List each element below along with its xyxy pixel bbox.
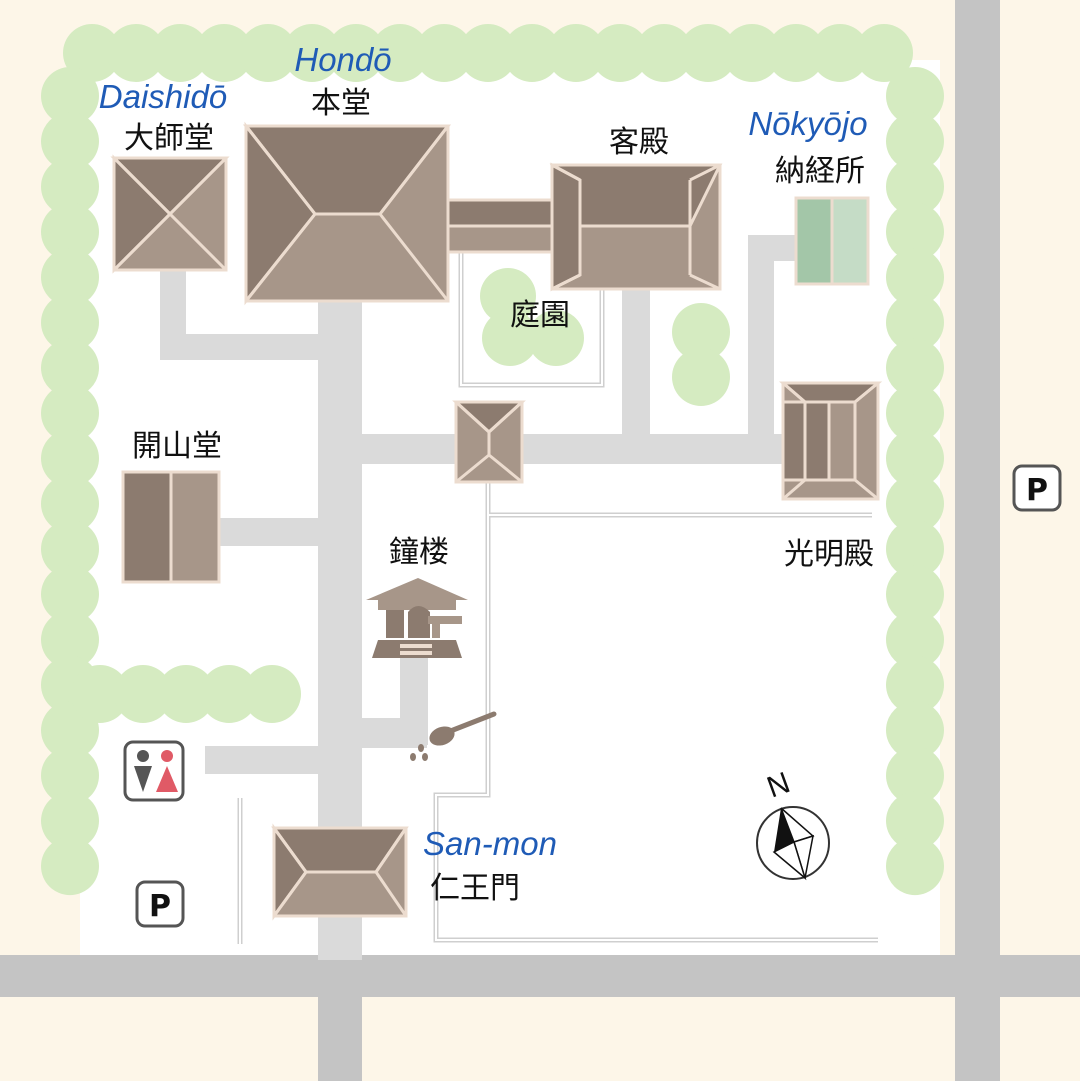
ladle-icon <box>410 711 497 761</box>
tree <box>886 112 944 171</box>
tree <box>283 24 341 82</box>
tree <box>415 24 473 82</box>
teien-label-jp: 庭園 <box>510 298 570 333</box>
nokyojo-label-en: Nōkyōjo <box>748 105 867 142</box>
tree <box>886 429 944 488</box>
tree <box>886 474 944 533</box>
tree <box>886 67 944 125</box>
tree <box>855 24 913 82</box>
tree-hedge <box>41 24 944 896</box>
tree <box>886 701 944 760</box>
tree <box>41 157 99 216</box>
hondo-label-en: Hondō <box>294 41 391 78</box>
sanmon-gate <box>271 823 409 921</box>
tree <box>151 24 209 82</box>
tree <box>503 24 561 82</box>
kyakuden-label-jp: 客殿 <box>609 125 669 160</box>
tree <box>41 429 99 488</box>
tree <box>886 655 944 714</box>
tree <box>107 24 165 82</box>
komyoden-building <box>778 381 883 501</box>
tree <box>886 746 944 805</box>
parking-icon: P <box>1012 464 1062 512</box>
kaizando-label-jp: 開山堂 <box>132 429 222 464</box>
compass-icon: N <box>756 766 830 881</box>
kyakuden-building <box>549 162 723 292</box>
tree <box>41 520 99 578</box>
tree <box>239 24 297 82</box>
restroom-icon <box>123 740 185 802</box>
nokyojo-label-jp: 納経所 <box>775 154 865 189</box>
tree <box>635 24 693 82</box>
tree <box>41 67 99 125</box>
sanmon-label-en: San-mon <box>423 825 557 862</box>
tree <box>41 791 99 850</box>
tree <box>63 24 121 82</box>
tree <box>886 791 944 850</box>
tree <box>723 24 781 82</box>
komyoden-label-jp: 光明殿 <box>784 537 874 572</box>
daishido-label-en: Daishidō <box>99 78 227 115</box>
walkway-inner <box>239 250 878 944</box>
tree <box>114 665 172 723</box>
tree <box>886 293 944 352</box>
tree <box>886 202 944 261</box>
parking-sign-text: P <box>1026 473 1048 508</box>
daishido-label-jp: 大師堂 <box>124 121 214 156</box>
tree <box>41 610 99 669</box>
tree <box>41 384 99 443</box>
tree <box>41 746 99 805</box>
tree <box>41 474 99 533</box>
hondo-label-jp: 本堂 <box>311 86 371 121</box>
tree <box>886 157 944 216</box>
tree <box>811 24 869 82</box>
tree <box>327 24 385 82</box>
tree <box>886 520 944 578</box>
tree <box>41 837 99 896</box>
tree <box>886 338 944 397</box>
road-east <box>955 0 1000 1081</box>
bell-tower-icon <box>366 578 468 658</box>
tree <box>41 202 99 261</box>
road-south <box>0 955 1080 997</box>
corridor-roof <box>446 198 556 254</box>
tree <box>886 837 944 896</box>
tree <box>886 565 944 624</box>
tree <box>886 384 944 443</box>
chumon-gate <box>452 400 526 484</box>
daishido-building <box>110 154 230 274</box>
tree <box>459 24 517 82</box>
tree <box>41 565 99 624</box>
tree <box>886 248 944 307</box>
tree <box>547 24 605 82</box>
tree <box>679 24 737 82</box>
kaizando-building <box>121 470 221 584</box>
tree <box>41 248 99 307</box>
tree <box>200 665 258 723</box>
hondo-building <box>242 121 452 306</box>
shoro-label-jp: 鐘楼 <box>389 535 449 570</box>
tree <box>41 338 99 397</box>
tree <box>157 665 215 723</box>
road-south-spur <box>318 995 362 1081</box>
tree <box>243 665 301 723</box>
parking-sign-text: P <box>149 889 171 924</box>
parking-icon: P <box>135 880 185 928</box>
tree <box>371 24 429 82</box>
garden-trees <box>480 268 730 406</box>
sanmon-label-jp: 仁王門 <box>430 871 520 906</box>
tree <box>886 610 944 669</box>
tree <box>767 24 825 82</box>
tree <box>71 665 129 723</box>
tree <box>41 293 99 352</box>
tree <box>195 24 253 82</box>
tree <box>591 24 649 82</box>
tree <box>41 112 99 171</box>
nokyojo-building <box>794 196 870 286</box>
